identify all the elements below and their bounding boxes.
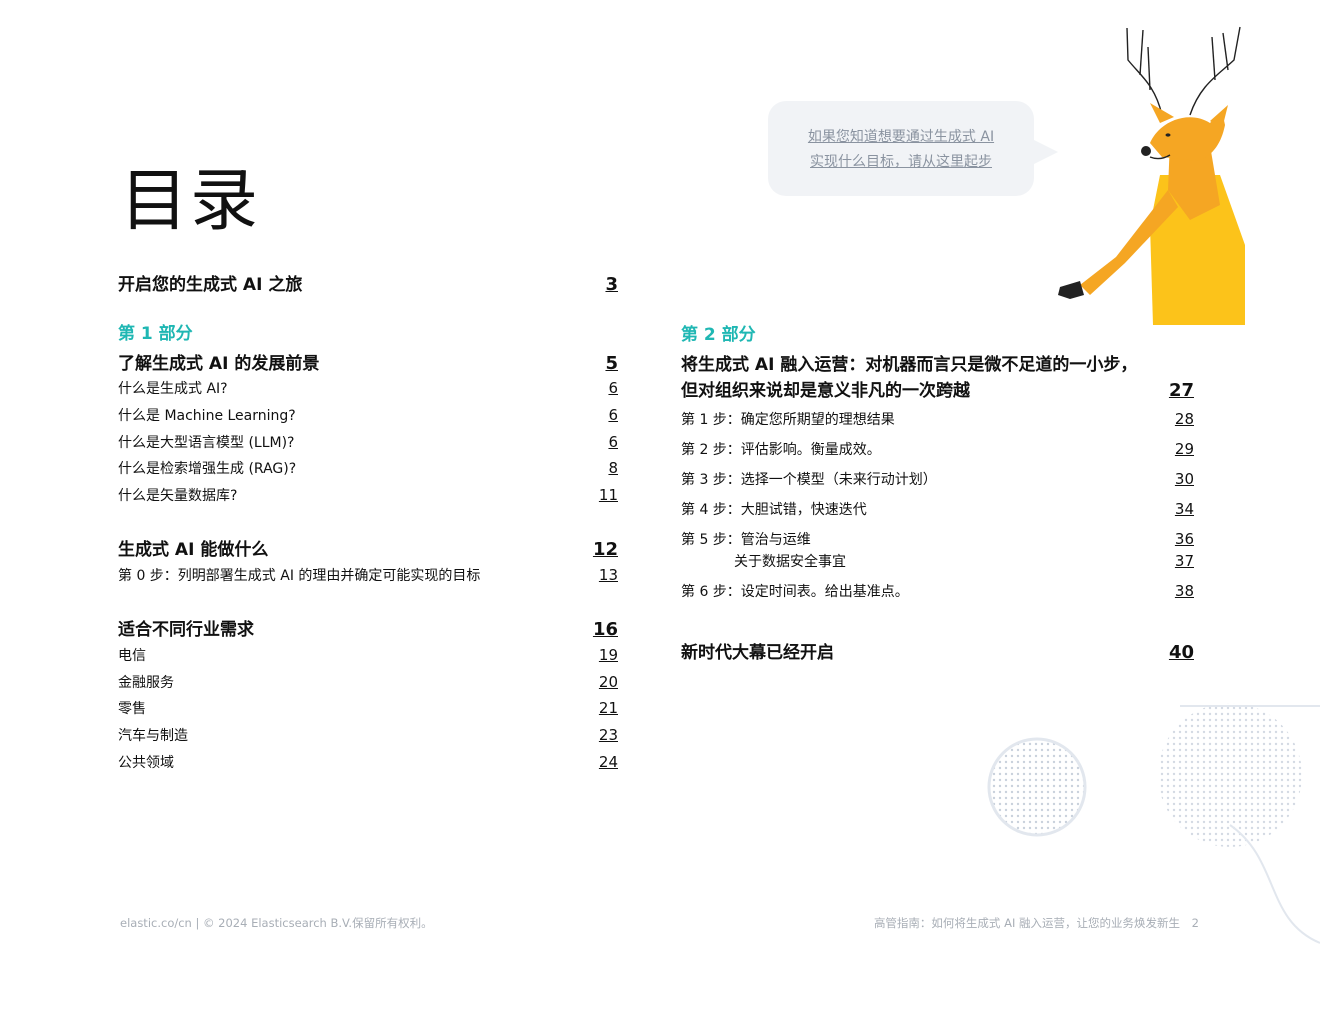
toc-item-label: 第 6 步：设定时间表。给出基准点。 <box>681 584 909 600</box>
toc-item[interactable]: 第 1 步：确定您所期望的理想结果 28 <box>681 409 1194 429</box>
page-title: 目录 <box>120 162 261 241</box>
toc-item-label: 第 1 步：确定您所期望的理想结果 <box>681 412 895 428</box>
speech-bubble: 如果您知道想要通过生成式 AI 实现什么目标，请从这里起步 <box>768 101 1058 196</box>
toc-item-page[interactable]: 11 <box>598 486 618 504</box>
toc-item-page[interactable]: 8 <box>608 459 618 477</box>
toc-item[interactable]: 第 5 步：管治与运维 36 <box>681 529 1194 549</box>
part-2-label: 第 2 部分 <box>681 325 756 345</box>
toc-intro-label: 开启您的生成式 AI 之旅 <box>118 275 303 295</box>
toc-item-label: 什么是检索增强生成 (RAG)? <box>118 461 297 477</box>
speech-bubble-link[interactable]: 如果您知道想要通过生成式 AI <box>807 129 995 145</box>
toc-section-label: 了解生成式 AI 的发展前景 <box>118 354 320 374</box>
footer-copyright: elastic.co/cn | © 2024 Elasticsearch B.V… <box>120 916 433 930</box>
toc-item[interactable]: 第 3 步：选择一个模型（未来行动计划） 30 <box>681 469 1194 489</box>
toc-section-integration-line1[interactable]: 将生成式 AI 融入运营：对机器而言只是微不足道的一小步， <box>681 350 1194 375</box>
toc-item[interactable]: 什么是大型语言模型 (LLM)? 6 <box>118 432 618 452</box>
toc-item[interactable]: 什么是矢量数据库? 11 <box>118 485 618 505</box>
toc-item-page[interactable]: 34 <box>1174 500 1194 518</box>
toc-item-label: 什么是大型语言模型 (LLM)? <box>118 435 295 451</box>
toc-item-label: 第 2 步：评估影响。衡量成效。 <box>681 442 881 458</box>
toc-section-label: 适合不同行业需求 <box>118 620 254 640</box>
toc-item-page[interactable]: 24 <box>598 753 618 771</box>
toc-item-page[interactable]: 23 <box>598 726 618 744</box>
toc-item-label: 零售 <box>118 701 146 717</box>
toc-section-industries[interactable]: 适合不同行业需求 16 <box>118 615 618 640</box>
toc-section-label-line2: 但对组织来说却是意义非凡的一次跨越 <box>681 381 970 401</box>
toc-intro[interactable]: 开启您的生成式 AI 之旅 3 <box>118 270 618 295</box>
toc-item-label: 第 5 步：管治与运维 <box>681 532 811 548</box>
toc-closing-page[interactable]: 40 <box>1168 642 1194 663</box>
toc-item-indented[interactable]: 关于数据安全事宜 37 <box>681 551 1194 571</box>
speech-bubble-link-line2[interactable]: 实现什么目标，请从这里起步 <box>810 154 992 170</box>
toc-item-label: 公共领域 <box>118 755 174 771</box>
toc-section-understand[interactable]: 了解生成式 AI 的发展前景 5 <box>118 349 618 374</box>
toc-item-page[interactable]: 38 <box>1174 582 1194 600</box>
toc-item-page[interactable]: 36 <box>1174 530 1194 548</box>
toc-item-label: 汽车与制造 <box>118 728 188 744</box>
toc-item-page[interactable]: 19 <box>598 646 618 664</box>
toc-section-label: 将生成式 AI 融入运营：对机器而言只是微不足道的一小步， <box>681 355 1138 375</box>
toc-item[interactable]: 第 0 步：列明部署生成式 AI 的理由并确定可能实现的目标 13 <box>118 565 618 585</box>
toc-item[interactable]: 零售 21 <box>118 698 618 718</box>
toc-item-page[interactable]: 6 <box>608 406 618 424</box>
toc-item[interactable]: 公共领域 24 <box>118 752 618 772</box>
toc-item-page[interactable]: 37 <box>1174 552 1194 570</box>
toc-item[interactable]: 什么是检索增强生成 (RAG)? 8 <box>118 458 618 478</box>
toc-item[interactable]: 电信 19 <box>118 645 618 665</box>
footer-guide-label: 高管指南：如何将生成式 AI 融入运营，让您的业务焕发新生 <box>873 916 1181 930</box>
toc-item-label: 电信 <box>118 648 146 664</box>
footer-guide-title: 高管指南：如何将生成式 AI 融入运营，让您的业务焕发新生 2 <box>874 915 1199 931</box>
toc-item-label: 关于数据安全事宜 <box>734 554 846 570</box>
toc-item-page[interactable]: 21 <box>598 699 618 717</box>
toc-item-page[interactable]: 28 <box>1174 410 1194 428</box>
toc-item-label: 第 4 步：大胆试错，快速迭代 <box>681 502 867 518</box>
toc-item-page[interactable]: 13 <box>598 566 618 584</box>
toc-section-page[interactable]: 5 <box>605 353 618 374</box>
footer-page-number: 2 <box>1191 916 1199 930</box>
toc-item[interactable]: 什么是生成式 AI? 6 <box>118 378 618 398</box>
toc-item-label: 什么是 Machine Learning? <box>118 408 296 424</box>
toc-item[interactable]: 第 2 步：评估影响。衡量成效。 29 <box>681 439 1194 459</box>
toc-section-page[interactable]: 27 <box>1168 380 1194 401</box>
toc-section-integration[interactable]: 但对组织来说却是意义非凡的一次跨越 27 <box>681 376 1194 401</box>
toc-item[interactable]: 汽车与制造 23 <box>118 725 618 745</box>
decorative-circles <box>987 703 1320 944</box>
toc-item-label: 第 0 步：列明部署生成式 AI 的理由并确定可能实现的目标 <box>118 568 481 584</box>
toc-item-label: 什么是生成式 AI? <box>118 381 228 397</box>
toc-section-page[interactable]: 12 <box>592 539 618 560</box>
toc-item[interactable]: 第 4 步：大胆试错，快速迭代 34 <box>681 499 1194 519</box>
toc-section-capabilities[interactable]: 生成式 AI 能做什么 12 <box>118 535 618 560</box>
toc-item-page[interactable]: 20 <box>598 673 618 691</box>
part-1-label: 第 1 部分 <box>118 324 193 344</box>
toc-closing-label: 新时代大幕已经开启 <box>681 643 834 663</box>
toc-item-page[interactable]: 6 <box>608 433 618 451</box>
toc-item[interactable]: 什么是 Machine Learning? 6 <box>118 405 618 425</box>
toc-item[interactable]: 第 6 步：设定时间表。给出基准点。 38 <box>681 581 1194 601</box>
deer-illustration <box>1058 26 1245 325</box>
toc-item-label: 第 3 步：选择一个模型（未来行动计划） <box>681 472 937 488</box>
toc-closing[interactable]: 新时代大幕已经开启 40 <box>681 638 1194 663</box>
toc-item-label: 金融服务 <box>118 675 174 691</box>
toc-item-label: 什么是矢量数据库? <box>118 488 238 504</box>
toc-section-label: 生成式 AI 能做什么 <box>118 540 269 560</box>
toc-intro-page[interactable]: 3 <box>605 274 618 295</box>
toc-item-page[interactable]: 29 <box>1174 440 1194 458</box>
toc-item-page[interactable]: 6 <box>608 379 618 397</box>
toc-item-page[interactable]: 30 <box>1174 470 1194 488</box>
toc-section-page[interactable]: 16 <box>592 619 618 640</box>
toc-item[interactable]: 金融服务 20 <box>118 672 618 692</box>
